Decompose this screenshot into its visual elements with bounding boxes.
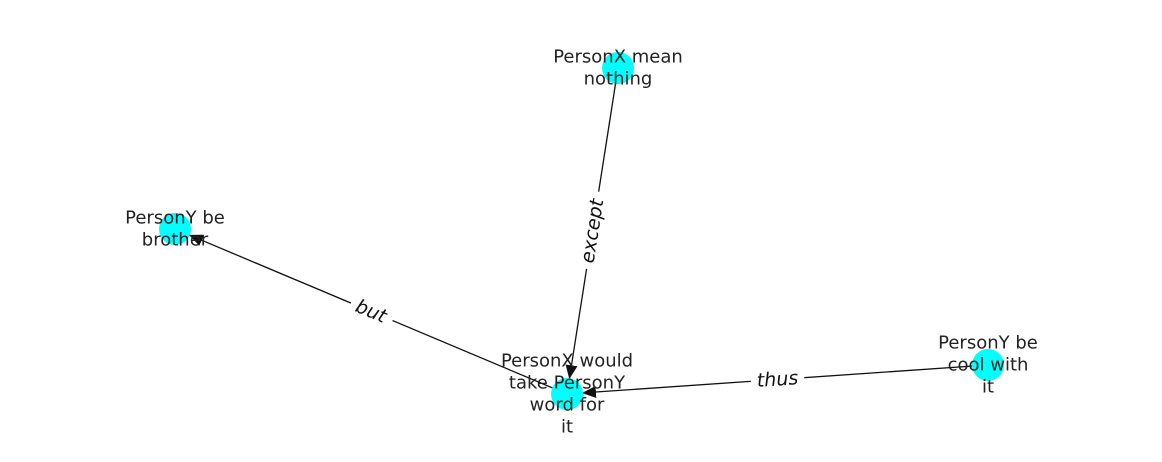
node-label-line: cool with [948, 355, 1029, 376]
node-label-line: it [561, 417, 573, 438]
edge-label-group: thus [749, 364, 806, 395]
node-label-line: brother [142, 230, 209, 251]
node-n3[interactable] [551, 378, 583, 410]
edge-label-background [749, 364, 806, 395]
node-label-line: PersonX mean [553, 47, 683, 68]
node-label-line: word for [530, 395, 605, 416]
node-n2[interactable] [159, 213, 191, 245]
node-n4[interactable] [972, 349, 1004, 381]
node-n1[interactable] [602, 52, 634, 84]
edge-label-group: but [345, 291, 398, 333]
node-label-line: PersonX would [501, 351, 633, 372]
nodes-layer [159, 52, 1004, 410]
edge-label-background [573, 189, 612, 271]
edge-label-group: except [573, 189, 612, 271]
node-label-line: nothing [584, 69, 653, 90]
node-label-line: it [982, 377, 994, 398]
edge-label-thus: thus [756, 367, 799, 392]
edge-label-background [345, 291, 398, 333]
node-label-line: PersonY be [938, 333, 1038, 354]
node-label-line: PersonY be [125, 208, 225, 229]
node-label-line: take PersonY [509, 373, 626, 394]
